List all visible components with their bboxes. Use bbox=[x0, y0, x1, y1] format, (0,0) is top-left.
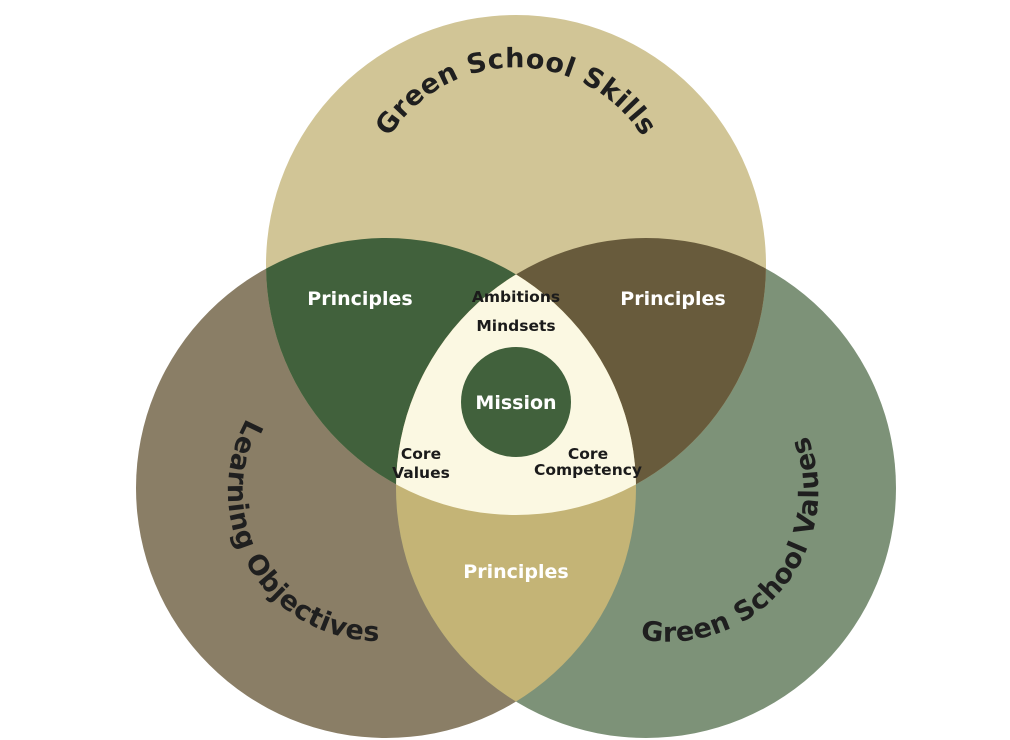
label-ambitions: Ambitions bbox=[472, 288, 560, 306]
label-principles-bottom: Principles bbox=[463, 561, 568, 583]
label-principles-top-left: Principles bbox=[307, 288, 412, 310]
label-core-values-line2: Values bbox=[392, 464, 450, 482]
label-core-competency-line2: Competency bbox=[534, 461, 642, 479]
label-core-competency-line1: Core bbox=[568, 445, 608, 463]
label-principles-top-right: Principles bbox=[620, 288, 725, 310]
label-mission: Mission bbox=[475, 392, 556, 414]
mission-circle bbox=[461, 347, 571, 457]
label-core-values-line1: Core bbox=[401, 445, 441, 463]
label-mindsets: Mindsets bbox=[476, 317, 555, 335]
